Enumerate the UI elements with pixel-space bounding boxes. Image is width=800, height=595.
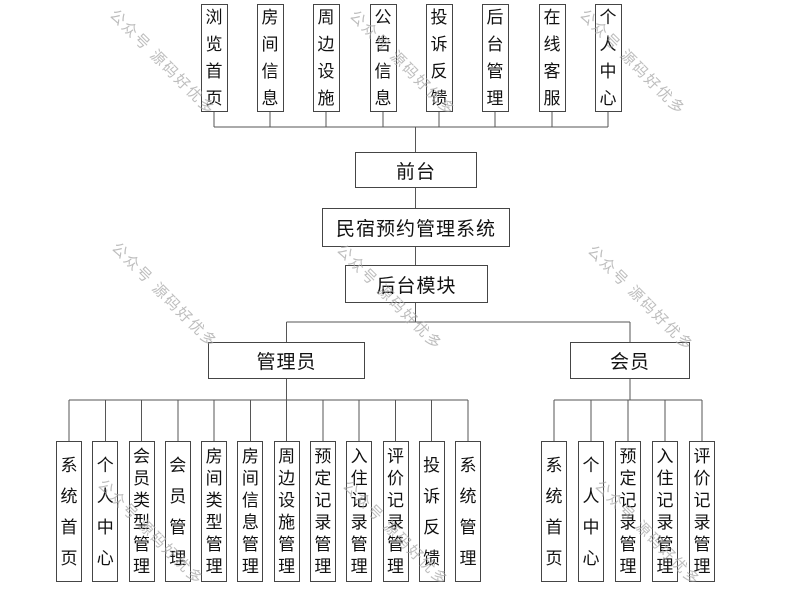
front-module-box: 投诉反馈 <box>425 4 453 112</box>
front-module-box-label: 投诉反馈 <box>430 8 448 108</box>
admin-function-box: 房间信息管理 <box>237 441 264 582</box>
admin-function-box-label: 系统管理 <box>459 455 477 568</box>
admin-role-box-label: 管理员 <box>256 352 317 373</box>
admin-function-box-label: 投诉反馈 <box>423 455 441 568</box>
member-function-box-label: 评价记录管理 <box>693 446 711 576</box>
admin-function-box-label: 入住记录管理 <box>350 446 368 576</box>
admin-function-box-label: 会员类型管理 <box>132 446 150 576</box>
front-module-box: 公告信息 <box>369 4 397 112</box>
admin-function-box: 评价记录管理 <box>382 441 409 582</box>
admin-function-box: 个人中心 <box>92 441 119 582</box>
member-function-box: 评价记录管理 <box>689 441 715 582</box>
admin-function-box: 会员类型管理 <box>128 441 155 582</box>
member-function-box-label: 入住记录管理 <box>656 446 674 576</box>
front-module-box: 在线客服 <box>538 4 566 112</box>
front-module-box: 浏览首页 <box>200 4 228 112</box>
member-function-box: 系统首页 <box>541 441 567 582</box>
front-module-box-label: 浏览首页 <box>205 8 223 108</box>
front-module-box: 周边设施 <box>312 4 340 112</box>
front-desk-box-label: 前台 <box>395 161 436 183</box>
member-function-box-label: 预定记录管理 <box>619 446 637 576</box>
admin-function-box-label: 房间信息管理 <box>241 446 259 576</box>
front-module-box: 个人中心 <box>594 4 622 112</box>
admin-function-box-label: 房间类型管理 <box>205 446 223 576</box>
admin-function-box-label: 个人中心 <box>96 455 114 568</box>
member-function-box: 预定记录管理 <box>615 441 641 582</box>
member-role-box: 会员 <box>570 342 690 379</box>
admin-function-box-label: 预定记录管理 <box>314 446 332 576</box>
front-module-box-label: 房间信息 <box>261 8 279 108</box>
system-root-box-label: 民宿预约管理系统 <box>335 219 496 240</box>
admin-function-box: 周边设施管理 <box>273 441 300 582</box>
front-module-box: 房间信息 <box>256 4 284 112</box>
admin-function-box: 预定记录管理 <box>309 441 336 582</box>
admin-function-box-label: 周边设施管理 <box>278 446 296 576</box>
admin-function-box: 系统首页 <box>56 441 82 582</box>
system-root-box: 民宿预约管理系统 <box>322 208 510 247</box>
admin-function-box: 系统管理 <box>455 441 481 582</box>
admin-function-box-label: 系统首页 <box>60 455 78 568</box>
admin-function-box: 入住记录管理 <box>346 441 373 582</box>
member-function-box-label: 个人中心 <box>582 455 600 568</box>
front-module-box-label: 周边设施 <box>317 8 335 108</box>
front-module-box-label: 公告信息 <box>374 8 392 108</box>
admin-role-box: 管理员 <box>208 342 365 379</box>
admin-function-box: 投诉反馈 <box>418 441 445 582</box>
member-function-box: 个人中心 <box>578 441 604 582</box>
front-desk-box: 前台 <box>355 152 477 188</box>
backend-module-box: 后台模块 <box>345 265 488 303</box>
member-role-box-label: 会员 <box>609 352 650 373</box>
front-module-box-label: 个人中心 <box>599 8 617 108</box>
member-function-box-label: 系统首页 <box>545 455 563 568</box>
front-module-box-label: 在线客服 <box>543 8 561 108</box>
backend-module-box-label: 后台模块 <box>376 275 457 297</box>
admin-function-box-label: 评价记录管理 <box>386 446 404 576</box>
admin-function-box-label: 会员管理 <box>169 455 187 568</box>
front-module-box: 后台管理 <box>481 4 509 112</box>
member-function-box: 入住记录管理 <box>652 441 678 582</box>
front-module-box-label: 后台管理 <box>486 8 504 108</box>
admin-function-box: 会员管理 <box>164 441 191 582</box>
admin-function-box: 房间类型管理 <box>201 441 228 582</box>
